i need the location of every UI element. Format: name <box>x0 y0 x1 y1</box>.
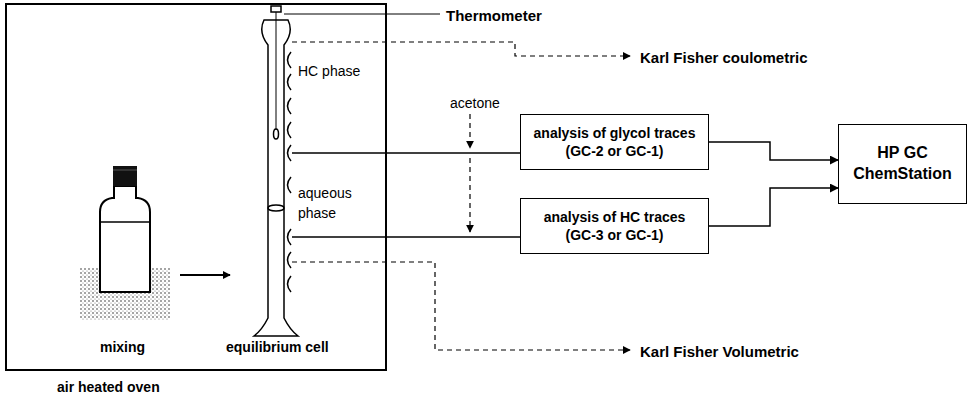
sampling-port <box>288 177 292 193</box>
label-wrap: acetone <box>450 94 500 114</box>
phase-label: HC phase <box>298 63 360 79</box>
analysis-box: analysis of HC traces (GC-3 or GC-1) <box>520 198 709 254</box>
sampling-port <box>288 276 292 292</box>
sampling-port <box>288 52 292 68</box>
heading-wrap: air heated oven <box>57 378 160 396</box>
box-label: analysis of HC traces (GC-3 or GC-1) <box>529 208 700 244</box>
transfer-arrow <box>180 274 230 276</box>
drawn-line <box>292 152 520 154</box>
drawn-polyline <box>292 262 630 350</box>
drawn-line <box>100 221 150 223</box>
sampling-port <box>288 252 292 268</box>
sample-lines <box>292 153 520 237</box>
dashed-flows <box>292 42 630 350</box>
label-wrap: Karl Fisher coulometric <box>640 47 808 68</box>
workstation-box: HP GC ChemStation <box>838 124 967 204</box>
label-wrap: Thermometer <box>446 5 542 26</box>
drawn-line <box>113 170 137 171</box>
part-label: equilibrium cell <box>226 339 329 355</box>
reagent-label: acetone <box>450 95 500 111</box>
sampling-port <box>288 122 292 138</box>
label-wrap: Karl Fisher Volumetric <box>640 341 799 362</box>
oven-label: air heated oven <box>57 379 160 395</box>
sampling-port <box>288 98 292 114</box>
analysis-box: analysis of glycol traces (GC-2 or GC-1) <box>520 114 709 170</box>
method-label: Karl Fisher coulometric <box>640 49 808 66</box>
part-label: mixing <box>100 339 145 355</box>
drawn-line <box>292 236 520 238</box>
drawn-line <box>276 8 277 130</box>
box-label: analysis of glycol traces (GC-2 or GC-1) <box>529 124 700 160</box>
leader-line <box>284 14 440 15</box>
mixing-bottle <box>80 166 170 320</box>
drawn-line <box>469 114 470 148</box>
label-wrap: aqueous phase <box>298 184 360 223</box>
box-label: HP GC ChemStation <box>847 143 958 185</box>
drawn-g <box>288 52 292 292</box>
drawn-rect <box>271 6 281 12</box>
drawn-ellipse <box>268 205 284 211</box>
part-label: Thermometer <box>446 7 542 24</box>
sampling-port <box>288 229 292 245</box>
method-label: Karl Fisher Volumetric <box>640 343 799 360</box>
drawn-polyline <box>292 42 630 56</box>
data-connector <box>709 142 838 160</box>
label-wrap: HC phase <box>298 62 360 82</box>
drawn-ellipse <box>274 129 279 139</box>
equilibrium-cell <box>254 6 298 336</box>
sampling-port <box>288 145 292 161</box>
phase-label: aqueous phase <box>298 185 352 221</box>
sampling-port <box>288 74 292 90</box>
drawn-rect <box>113 166 137 186</box>
label-wrap: equilibrium cell <box>226 338 329 358</box>
drawn-path <box>254 300 298 336</box>
drawn-path <box>100 186 150 292</box>
label-wrap: mixing <box>100 338 145 358</box>
data-connector <box>709 188 838 226</box>
drawn-line <box>469 158 470 232</box>
